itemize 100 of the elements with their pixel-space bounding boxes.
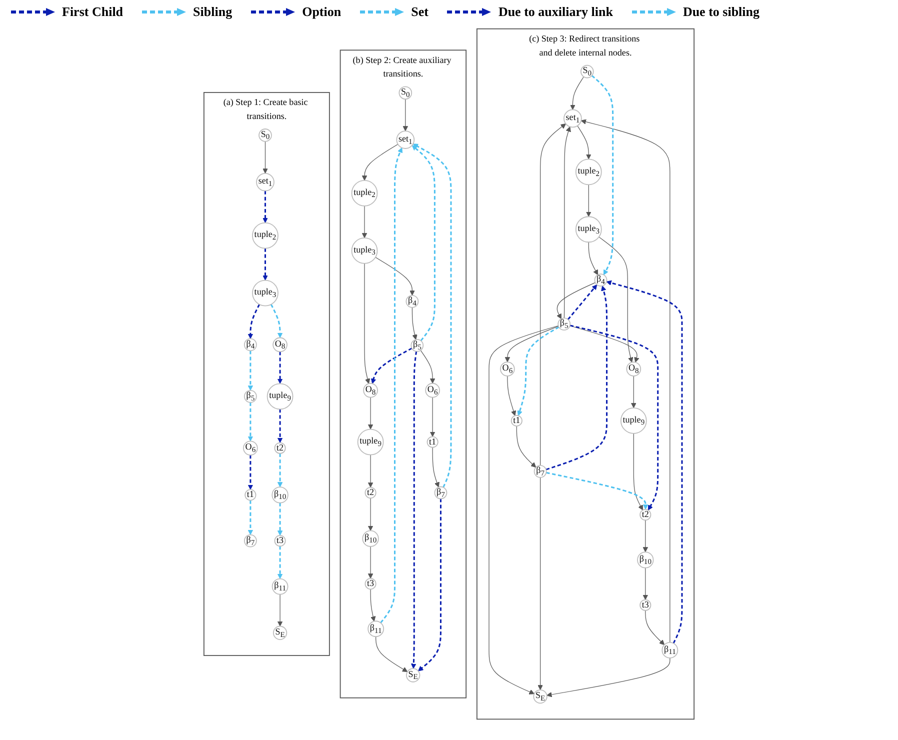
node-circle: t3: [640, 599, 652, 611]
arrow: [645, 610, 665, 646]
arrow: [598, 236, 634, 363]
node-circle: t2: [274, 442, 286, 454]
arrow: [248, 455, 254, 490]
arrow: [546, 658, 670, 698]
node-circle: t1: [426, 436, 438, 448]
node-circle: β$_{4}$: [594, 274, 608, 287]
node-circle: β$_{5}$: [410, 338, 424, 352]
node-circle: tuple$_{3}$: [575, 216, 602, 243]
node-circle: β$_{7}$: [434, 486, 448, 500]
arrow: [567, 284, 598, 320]
arrow: [412, 307, 418, 340]
arrow: [564, 126, 571, 318]
arrow: [591, 75, 614, 276]
legend-label: First Child: [62, 4, 124, 20]
arrow: [277, 546, 283, 580]
arrow: [432, 447, 440, 488]
arrow: [546, 286, 608, 470]
arrow: [418, 498, 442, 672]
arrow: [488, 325, 559, 694]
node-circle: β$_{5}$: [244, 390, 257, 403]
node-circle: β$_{10}$: [637, 552, 654, 568]
node-circle: O$_{6}$: [243, 440, 258, 456]
node-circle: tuple$_{9}$: [620, 408, 647, 434]
arrow: [248, 402, 254, 442]
arrow: [507, 376, 516, 416]
arrow: [631, 376, 636, 408]
node-circle: S$_{E}$: [406, 668, 420, 682]
legend-label: Option: [302, 4, 342, 20]
arrow: [262, 141, 268, 174]
arrow: [586, 184, 592, 217]
legend-label: Sibling: [193, 4, 232, 20]
arrow: [370, 588, 376, 622]
node-circle: O$_{8}$: [626, 362, 642, 376]
node-circle: set$_{1}$: [396, 130, 415, 149]
arrow: [248, 500, 254, 536]
node-circle: set$_{1}$: [564, 109, 582, 128]
arrow: [262, 248, 268, 281]
node-circle: β$_{10}$: [272, 486, 288, 504]
node-circle: O$_{8}$: [272, 337, 288, 352]
node-circle: β$_{7}$: [534, 464, 547, 478]
node-circle: t2: [364, 486, 376, 499]
node-circle: t2: [640, 508, 652, 521]
node-circle: set$_{1}$: [256, 172, 274, 192]
arrow: [412, 144, 452, 488]
node-circle: tuple$_{2}$: [575, 158, 602, 186]
arrow: [270, 304, 283, 338]
node-circle: tuple$_{2}$: [351, 180, 378, 206]
arrow: [540, 124, 566, 466]
node-circle: tuple$_{9}$: [357, 428, 384, 456]
node-circle: β$_{10}$: [362, 530, 379, 547]
arrow: [368, 397, 374, 430]
arrow: [370, 348, 412, 384]
node-circle: S$_{0}$: [580, 64, 594, 78]
arrow: [262, 190, 268, 224]
arrow: [516, 426, 536, 468]
arrow: [402, 98, 408, 132]
node-circle: O$_{6}$: [425, 382, 440, 398]
arrow: [380, 148, 402, 624]
node-circle: β$_{4}$: [406, 294, 419, 308]
legend-label: Set: [411, 4, 428, 20]
node-circle: β$_{11}$: [368, 620, 384, 638]
node-circle: O$_{8}$: [363, 382, 378, 398]
arrow: [362, 144, 398, 181]
arrow: [546, 472, 648, 510]
arrow: [570, 76, 584, 110]
node-circle: tuple$_{3}$: [252, 280, 278, 306]
arrow: [410, 351, 418, 669]
node-circle: t1: [244, 489, 256, 501]
arrow: [277, 502, 283, 536]
node-circle: tuple$_{3}$: [351, 238, 378, 264]
node-circle: β$_{7}$: [244, 534, 257, 548]
arrow: [368, 546, 374, 579]
legend-label: Due to auxiliary link: [498, 4, 613, 20]
arrow: [412, 145, 436, 342]
arrow: [277, 352, 283, 384]
arrow: [642, 520, 648, 552]
node-circle: β$_{11}$: [662, 642, 678, 658]
node-circle: O$_{6}$: [500, 362, 515, 376]
arrow: [375, 256, 415, 296]
arrow: [538, 477, 543, 690]
node-circle: S$_{E}$: [272, 626, 288, 640]
node-circle: S$_{E}$: [533, 689, 548, 704]
node-circle: tuple$_{9}$: [266, 383, 294, 410]
arrow: [517, 326, 560, 416]
arrow: [606, 280, 683, 644]
arrow: [570, 324, 659, 510]
arrow: [248, 350, 254, 391]
arrow: [364, 263, 370, 384]
node-circle: β$_{5}$: [558, 318, 571, 331]
arrow: [633, 433, 644, 510]
arrow: [580, 119, 670, 643]
arrow: [277, 594, 283, 626]
arrow: [277, 453, 283, 488]
node-circle: S$_{0}$: [398, 86, 412, 100]
arrow: [556, 282, 596, 320]
node-circle: S$_{0}$: [258, 128, 272, 142]
node-circle: β$_{4}$: [244, 338, 257, 352]
node-circle: t3: [274, 535, 286, 547]
